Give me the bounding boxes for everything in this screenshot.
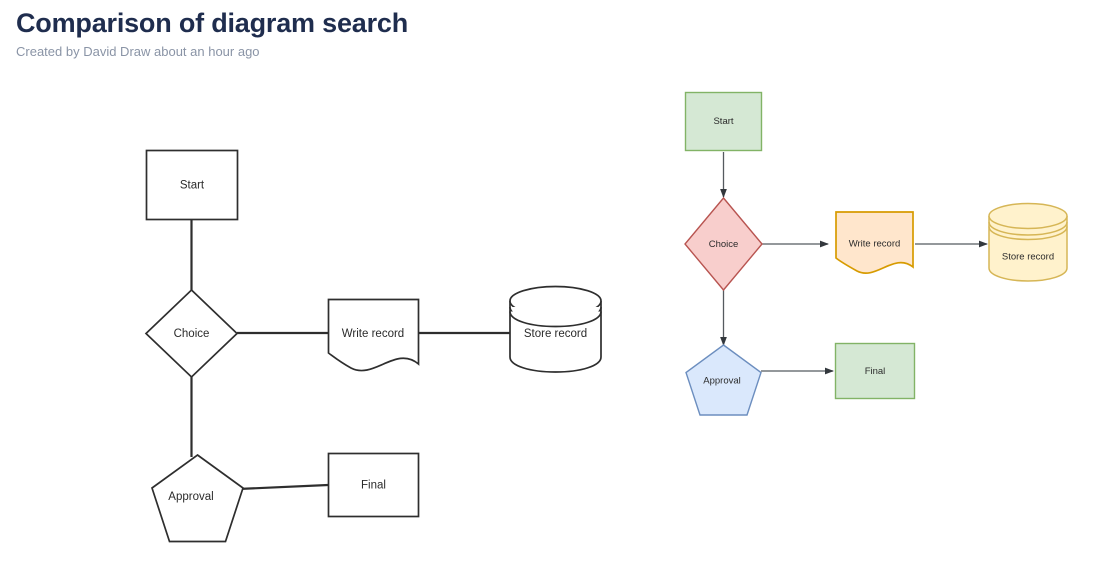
left-node-write-record-label: Write record [342, 328, 404, 340]
left-node-store-record[interactable]: Store record [509, 285, 602, 373]
left-node-store-record-label: Store record [524, 328, 587, 340]
left-node-choice[interactable]: Choice [144, 288, 239, 379]
page-header: Comparison of diagram search Created by … [16, 6, 816, 61]
left-node-final-label: Final [361, 480, 386, 492]
page-subtitle: Created by David Draw about an hour ago [16, 44, 260, 59]
left-node-write-record[interactable]: Write record [327, 298, 420, 372]
right-node-final[interactable]: Final [834, 342, 916, 400]
left-node-approval[interactable]: Approval [150, 453, 245, 543]
right-node-choice[interactable]: Choice [684, 196, 763, 292]
left-edge-approval-to-final [237, 483, 329, 491]
right-node-start-label: Start [713, 116, 733, 127]
right-node-store-record[interactable]: Store record [988, 202, 1068, 282]
left-node-start[interactable]: Start [145, 149, 239, 221]
left-node-approval-label: Approval [168, 491, 213, 503]
right-node-start[interactable]: Start [684, 91, 763, 152]
right-node-store-record-label: Store record [1002, 252, 1054, 263]
right-node-approval[interactable]: Approval [685, 344, 762, 416]
right-node-approval-label: Approval [703, 376, 741, 387]
left-node-final[interactable]: Final [327, 452, 420, 518]
right-node-write-record-label: Write record [849, 239, 901, 250]
left-node-start-label: Start [180, 180, 205, 192]
right-node-final-label: Final [865, 366, 886, 377]
right-node-choice-label: Choice [709, 239, 739, 250]
right-node-write-record[interactable]: Write record [835, 211, 914, 274]
left-node-choice-label: Choice [174, 328, 210, 340]
page-title: Comparison of diagram search [16, 8, 409, 38]
